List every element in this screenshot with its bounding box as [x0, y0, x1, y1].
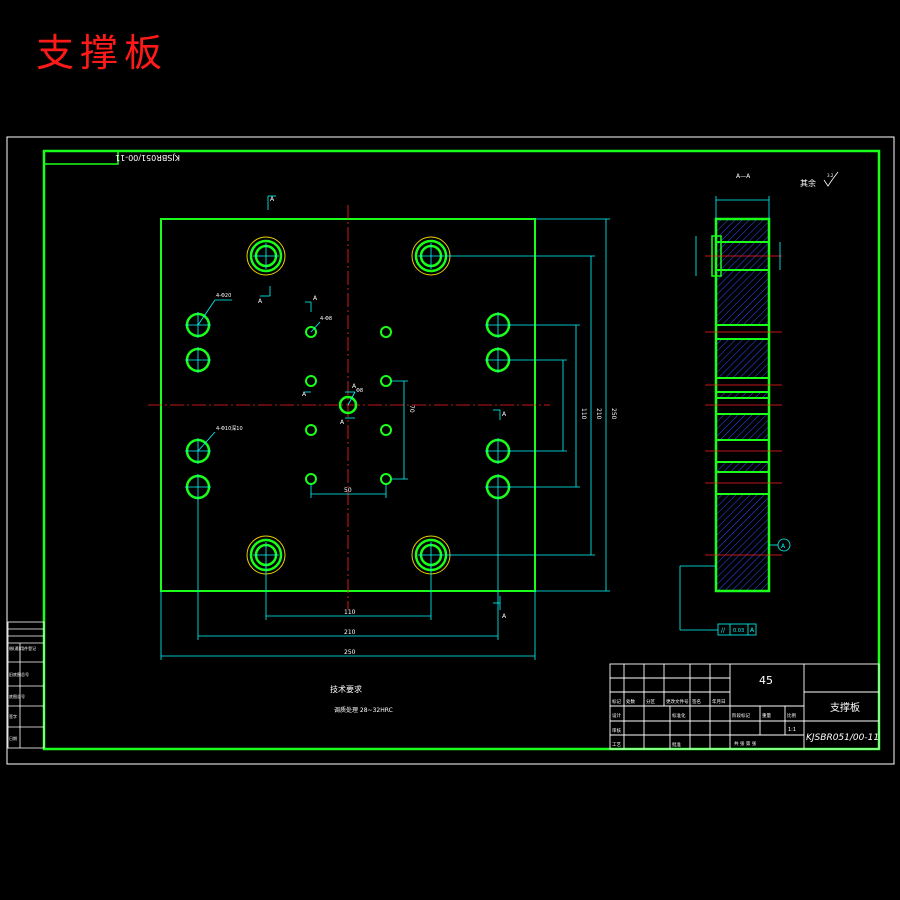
svg-text:A: A — [502, 411, 507, 418]
dimension-lines — [160, 195, 610, 660]
large-holes — [246, 236, 451, 575]
hole-large — [246, 236, 286, 276]
svg-text:审核: 审核 — [612, 727, 621, 734]
material: 45 — [759, 674, 773, 687]
dim-overall-width: 250 — [344, 649, 356, 656]
svg-text:标记: 标记 — [612, 698, 621, 705]
paper-border — [6, 136, 895, 765]
svg-text:0.03: 0.03 — [733, 628, 744, 634]
side-table-labels: 借(通)用件登记 旧底图总号 底图总号 签字 日期 — [9, 645, 36, 741]
svg-text:工艺: 工艺 — [612, 742, 621, 748]
dim-hole-span-x: 210 — [344, 629, 356, 636]
hole-note-1: 4-Φ20 — [216, 293, 231, 299]
center-hole — [338, 395, 358, 415]
datum-label: A — [781, 543, 786, 550]
dim-hole-span-y2: 110 — [580, 408, 587, 420]
section-mark-letters: A A A A A A A A — [258, 196, 507, 620]
rotated-code: KJSBR051/00-11 — [115, 153, 180, 162]
svg-text:A: A — [313, 295, 318, 302]
roughness-symbol — [823, 171, 839, 187]
drawing-frame — [42, 149, 881, 751]
svg-text:A: A — [340, 419, 345, 426]
svg-text:批准: 批准 — [672, 741, 681, 748]
rev-headers: 标记 处数 分区 更改文件号 签名 年月日 设计 审核 工艺 标准化 批准 阶段… — [612, 698, 796, 748]
dim-hole-span-y1: 210 — [595, 408, 602, 420]
tolerance-frame: // 0.03 A — [717, 623, 757, 636]
svg-text:共 张 第 张: 共 张 第 张 — [734, 740, 757, 747]
svg-text:重量: 重量 — [762, 712, 771, 719]
hole-note-3: 4-Φ10深10 — [216, 425, 243, 432]
hole-note-2: 4-Φ8 — [320, 316, 332, 322]
tech-req-line1: 调质处理 28~32HRC — [334, 706, 393, 714]
page-title: 支撑板 — [36, 31, 169, 75]
svg-text:处数: 处数 — [626, 698, 635, 705]
svg-text:设计: 设计 — [612, 712, 621, 719]
svg-text:A: A — [750, 627, 755, 634]
roughness-value: 3.2 — [827, 173, 834, 178]
dim-small-span-y: 70 — [408, 405, 415, 413]
svg-text:比例: 比例 — [787, 712, 796, 719]
svg-text:更改文件号: 更改文件号 — [666, 698, 689, 705]
section-view — [679, 196, 791, 631]
side-table — [7, 621, 45, 749]
part-name: 支撑板 — [830, 701, 860, 714]
svg-text:A: A — [258, 298, 263, 305]
svg-text:旧底图总号: 旧底图总号 — [9, 671, 29, 677]
svg-text:分区: 分区 — [646, 698, 655, 705]
svg-text:A: A — [502, 613, 507, 620]
dim-pin-span-x: 110 — [344, 609, 356, 616]
small-holes — [305, 326, 392, 485]
svg-text:标准化: 标准化 — [672, 712, 686, 719]
svg-text:A: A — [302, 391, 307, 398]
code-box — [43, 150, 119, 165]
dim-center-dia: Φ8 — [356, 388, 363, 394]
dim-overall-height: 250 — [610, 408, 617, 420]
svg-text:A: A — [352, 383, 357, 390]
svg-text:日期: 日期 — [9, 735, 17, 741]
datum-circle — [777, 538, 791, 552]
svg-text:A: A — [270, 196, 275, 203]
roughness-note: 其余 — [800, 178, 816, 188]
dim-small-span-x: 50 — [344, 487, 352, 494]
svg-text:签名: 签名 — [692, 698, 701, 705]
svg-text:阶段标记: 阶段标记 — [732, 712, 750, 719]
title-block — [609, 663, 880, 750]
svg-text:年月日: 年月日 — [712, 698, 726, 705]
scale-value: 1:1 — [788, 727, 796, 733]
drawing-no: KJSBR051/00-11 — [806, 733, 879, 743]
svg-text://: // — [721, 627, 726, 634]
svg-text:签字: 签字 — [9, 713, 17, 719]
svg-text:底图总号: 底图总号 — [9, 693, 25, 699]
svg-text:借(通)用件登记: 借(通)用件登记 — [9, 645, 36, 651]
tech-req-title: 技术要求 — [330, 684, 362, 694]
section-label: A—A — [736, 173, 751, 180]
